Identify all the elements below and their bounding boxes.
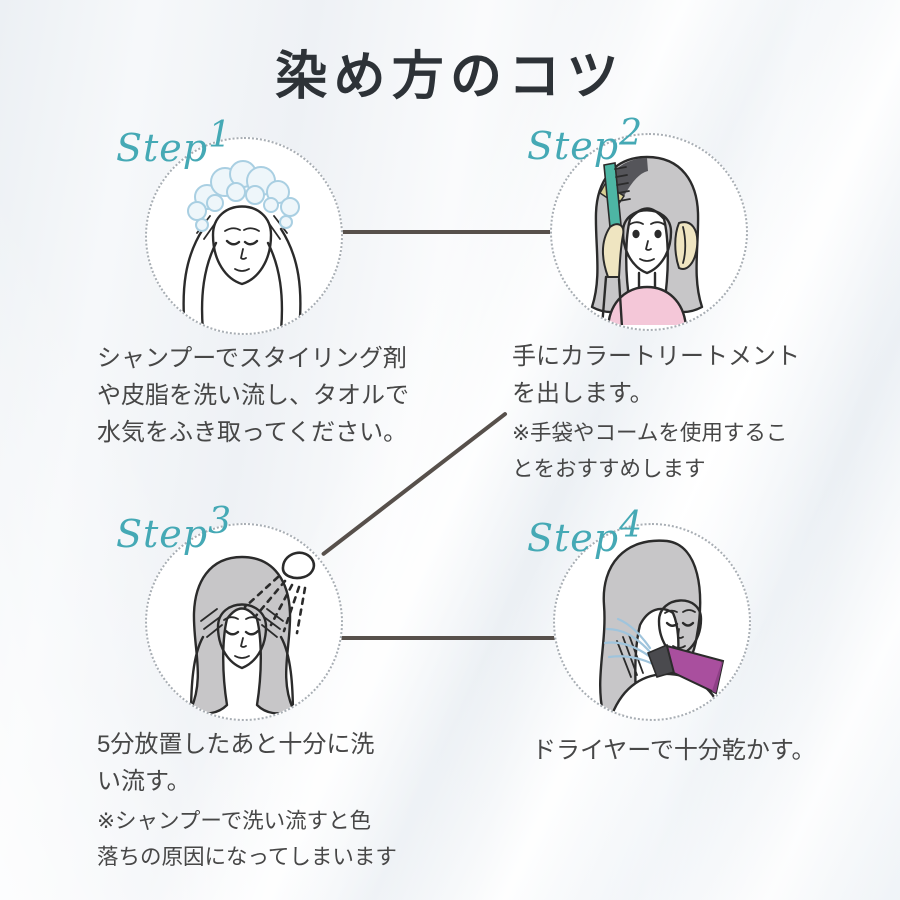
pink-shirt bbox=[607, 285, 687, 325]
hair-dryer-illustration-icon bbox=[599, 539, 725, 715]
step1-illustration-circle bbox=[145, 137, 343, 335]
shampoo-foam-illustration-icon bbox=[182, 160, 302, 329]
face bbox=[657, 599, 703, 658]
step2-text: 手にカラートリートメント を出します。 bbox=[512, 343, 800, 407]
face-features bbox=[628, 221, 666, 262]
connector-line-step3-step4 bbox=[337, 636, 558, 640]
step4-label: Step4 bbox=[527, 504, 644, 560]
step4-text: ドライヤーで十分乾かす。 bbox=[532, 737, 816, 764]
step2-label: Step2 bbox=[527, 112, 644, 168]
hand-on-hair bbox=[674, 221, 699, 270]
step3-description: 5分放置したあと十分に洗 い流す。 ※シャンプーで洗い流すと色 落ちの原因になっ… bbox=[97, 726, 432, 875]
rinse-shower-illustration-icon bbox=[189, 551, 316, 715]
connector-line-step1-step2 bbox=[337, 230, 553, 234]
step3-illustration-circle bbox=[145, 523, 343, 721]
step1-text: シャンプーでスタイリング剤 や皮脂を洗い流し、タオルで 水気をふき取ってください… bbox=[97, 345, 409, 446]
page-title: 染め方のコツ bbox=[275, 49, 625, 106]
step1-description: シャンプーでスタイリング剤 や皮脂を洗い流し、タオルで 水気をふき取ってください… bbox=[97, 340, 432, 454]
face bbox=[216, 603, 268, 670]
hand-holding-comb bbox=[600, 223, 625, 325]
comb-color-treatment-illustration-icon bbox=[590, 155, 704, 325]
step3-text: 5分放置したあと十分に洗 い流す。 bbox=[97, 731, 375, 795]
step3-label: Step3 bbox=[116, 500, 233, 556]
shower-head-icon bbox=[243, 551, 316, 635]
step2-illustration-circle bbox=[550, 133, 748, 331]
face bbox=[621, 209, 673, 275]
hair bbox=[189, 555, 295, 715]
step1-label: Step1 bbox=[116, 114, 233, 170]
step3-note: ※シャンプーで洗い流すと色 落ちの原因になってしまいます bbox=[97, 809, 397, 869]
step4-description: ドライヤーで十分乾かす。 bbox=[532, 732, 862, 772]
face-features bbox=[224, 227, 260, 272]
foam-bubbles bbox=[187, 160, 300, 232]
hair-dryer-icon bbox=[646, 643, 725, 695]
arms bbox=[182, 215, 302, 329]
face-features bbox=[664, 609, 696, 649]
step2-description: 手にカラートリートメント を出します。 ※手袋やコームを使用するこ とをおすすめ… bbox=[512, 338, 862, 487]
step2-note: ※手袋やコームを使用するこ とをおすすめします bbox=[512, 421, 788, 481]
step4-illustration-circle bbox=[553, 523, 751, 721]
face-features bbox=[223, 616, 261, 659]
